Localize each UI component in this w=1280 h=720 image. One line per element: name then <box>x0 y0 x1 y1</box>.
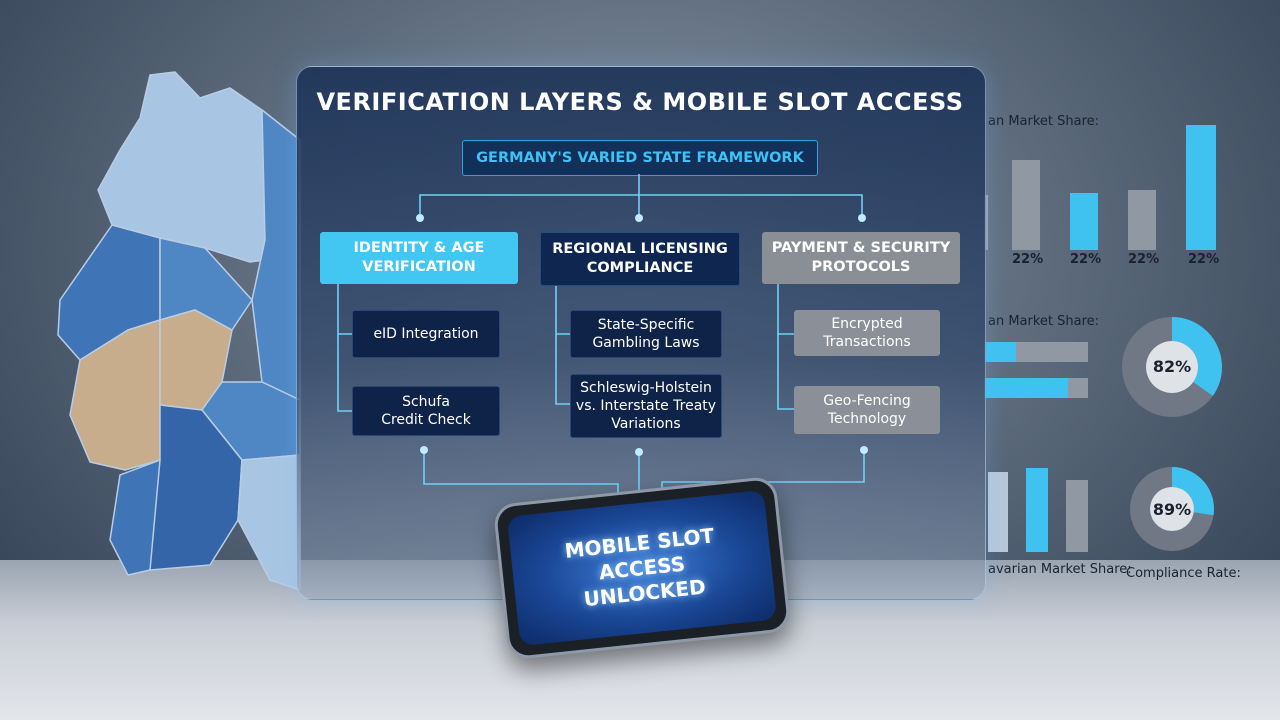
bar-value-label: 22% <box>1188 252 1220 267</box>
side-bar-3 <box>1070 193 1098 250</box>
item-schleswig-holstein-variations: Schleswig-Holstein vs. Interstate Treaty… <box>570 374 722 438</box>
donut-1-hole <box>1146 341 1198 393</box>
item-geo-fencing: Geo-Fencing Technology <box>794 386 940 434</box>
side-bar-2 <box>1012 160 1040 250</box>
side-bottom-bar-2 <box>1026 468 1048 552</box>
item-encrypted-transactions: Encrypted Transactions <box>794 310 940 356</box>
phone-screen: MOBILE SLOT ACCESS UNLOCKED <box>506 489 778 647</box>
donut-1-value: 82% <box>1152 357 1192 376</box>
phone-unlocked-label: MOBILE SLOT ACCESS UNLOCKED <box>563 522 716 611</box>
diagram-subtitle: GERMANY'S VARIED STATE FRAMEWORK <box>462 140 818 176</box>
category-regional-licensing: REGIONAL LICENSING COMPLIANCE <box>540 232 740 286</box>
donut-2-value: 89% <box>1152 500 1192 519</box>
side-bottom-bar-3 <box>1066 480 1088 552</box>
map-south-east-region <box>237 454 301 591</box>
side-bar-5 <box>1186 125 1216 250</box>
category-payment-security: PAYMENT & SECURITY PROTOCOLS <box>762 232 960 284</box>
diagram-title: VERIFICATION LAYERS & MOBILE SLOT ACCESS <box>316 88 964 116</box>
donut-2-hole <box>1150 487 1194 531</box>
category-identity-verification: IDENTITY & AGE VERIFICATION <box>320 232 518 284</box>
side-bar-4 <box>1128 190 1156 250</box>
bar-chart-label: an Market Share: <box>988 114 1100 129</box>
side-hbar-1-fill <box>984 342 1016 362</box>
map-south-region <box>149 404 243 571</box>
compliance-rate-label: Compliance Rate: <box>1126 566 1241 581</box>
bar-value-label: 22% <box>1012 252 1044 267</box>
donut-1-fill <box>1122 317 1222 417</box>
side-hbar-2-fill <box>984 378 1068 398</box>
mobile-phone: MOBILE SLOT ACCESS UNLOCKED <box>492 475 792 661</box>
item-state-specific-laws: State-Specific Gambling Laws <box>570 310 722 358</box>
bottom-bar-label: avarian Market Share: <box>988 562 1132 577</box>
map-tan-west-region <box>69 319 161 471</box>
hbar-chart-label: an Market Share: <box>988 314 1100 329</box>
side-bottom-bar-1 <box>988 472 1008 552</box>
side-bar-1 <box>984 195 988 250</box>
bar-value-label: 22% <box>1128 252 1160 267</box>
bar-value-label: 22% <box>1070 252 1102 267</box>
map-north-region <box>97 71 301 263</box>
item-eid-integration: eID Integration <box>352 310 500 358</box>
item-schufa-credit-check: Schufa Credit Check <box>352 386 500 436</box>
donut-2-fill <box>1130 467 1214 551</box>
